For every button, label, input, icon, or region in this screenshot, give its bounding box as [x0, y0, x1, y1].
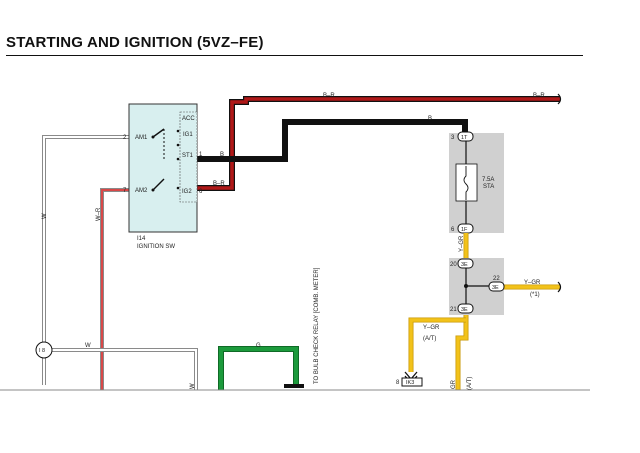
switch-name: IGNITION SW	[137, 244, 175, 250]
fuse-top-conn: 1T	[461, 135, 468, 141]
ik3-pin: 8	[396, 380, 400, 386]
label-b-top: B	[428, 116, 432, 122]
label-w-bottom: W	[190, 383, 196, 389]
am1-pin: 2	[123, 135, 127, 141]
ignition-switch	[128, 103, 198, 233]
st1-pin: 1	[199, 152, 203, 158]
ygr-continuation-icon	[557, 281, 562, 293]
label-ygr-at: Y–GR	[423, 325, 440, 331]
br-continuation-icon	[557, 93, 562, 105]
label-br-top-mid: B–R	[323, 93, 335, 99]
ig2-label: IG2	[182, 189, 192, 195]
fuse-bottom-conn: 1F	[461, 227, 468, 233]
acc-label: ACC	[182, 116, 195, 122]
relay-note: TO BULB CHECK RELAY [COMB. METER]	[314, 267, 320, 384]
label-at-bottom: (A/T)	[467, 377, 473, 390]
am1-label: AM1	[135, 135, 148, 141]
junction-right-conn: 3E	[492, 285, 499, 291]
label-ygr-fuse: Y–GR	[459, 235, 465, 252]
label-br-ig2: B–R	[213, 181, 225, 187]
junction-bottom-pin: 21	[450, 307, 457, 313]
fuse-rating: 7.5A	[482, 177, 494, 183]
w-wire-i8	[51, 348, 198, 390]
i8-connector	[35, 341, 53, 359]
title-rule	[6, 55, 583, 56]
fuse-top-pin: 3	[451, 135, 455, 141]
am2-pin: 7	[123, 188, 127, 194]
label-w-left: W	[42, 213, 48, 219]
st1-label: ST1	[182, 153, 194, 159]
connector-1t	[457, 131, 474, 142]
junction-top-pin: 20	[450, 262, 457, 268]
fuse-name: STA	[483, 184, 494, 190]
i8-label: I 8	[39, 348, 45, 354]
label-b-st1: B	[220, 152, 224, 158]
ig1-label: IG1	[183, 132, 193, 138]
junction-top-conn: 3E	[461, 262, 468, 268]
wr-wire	[100, 188, 129, 390]
br-wire	[197, 96, 560, 191]
fuse-symbol	[455, 163, 478, 202]
label-wr-left: W–R	[96, 207, 102, 221]
fuse-bottom-pin: 6	[451, 227, 455, 233]
ig2-pin: 6	[199, 189, 203, 195]
junction-right-pin: 22	[493, 276, 500, 282]
label-w-i8: W	[85, 343, 91, 349]
w-wire-left	[42, 135, 129, 385]
switch-id: I14	[137, 236, 146, 242]
junction-bottom-conn: 3E	[461, 307, 468, 313]
g-wire	[218, 346, 304, 390]
label-gr-bottom: GR	[451, 379, 457, 389]
am2-label: AM2	[135, 188, 148, 194]
ygr-wire	[408, 233, 560, 390]
label-ygr-right-note: (*1)	[530, 292, 540, 298]
page-title: STARTING AND IGNITION (5VZ–FE)	[6, 34, 264, 51]
b-wire	[197, 119, 468, 162]
ik3-connector	[401, 371, 423, 387]
label-br-top-right: B–R	[533, 93, 545, 99]
ik3-label: IK3	[406, 380, 414, 386]
label-g-top: G	[256, 343, 261, 349]
label-ygr-right: Y–GR	[524, 280, 541, 286]
label-at-note: (A/T)	[423, 336, 436, 342]
